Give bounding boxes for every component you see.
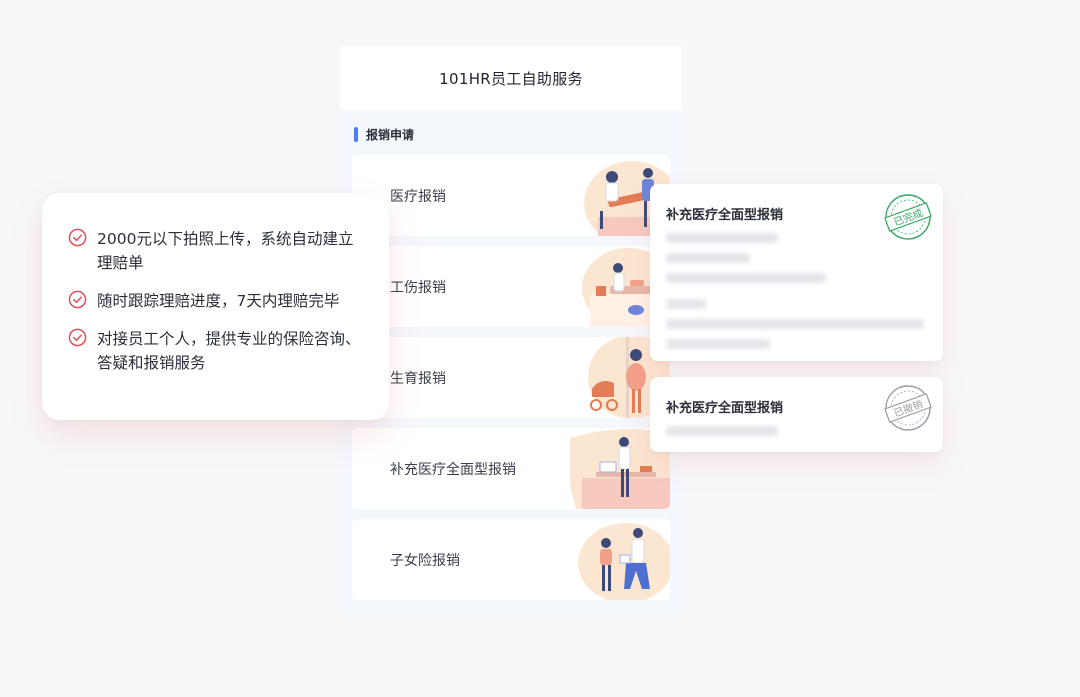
section-header: 报销申请 <box>354 126 414 143</box>
stamp-completed-icon: 已完成 <box>884 194 932 240</box>
feature-item: 对接员工个人，提供专业的保险咨询、答疑和报销服务 <box>68 327 367 375</box>
stamp-cancelled-icon: 已撤销 <box>884 385 932 431</box>
claim-card-supplementary[interactable]: 补充医疗全面型报销 <box>352 428 670 509</box>
claim-detail-title: 补充医疗全面型报销 <box>666 208 784 223</box>
claim-card-maternity[interactable]: 生育报销 <box>352 337 670 418</box>
section-title: 报销申请 <box>366 128 415 142</box>
claim-label: 工伤报销 <box>390 279 446 296</box>
check-circle-icon <box>68 328 87 347</box>
check-circle-icon <box>68 290 87 309</box>
feature-item: 随时跟踪理赔进度，7天内理赔完毕 <box>68 289 367 313</box>
claim-card-child-insurance[interactable]: 子女险报销 <box>352 519 670 600</box>
blurred-text <box>666 426 778 436</box>
doctor-desk-icon <box>570 429 670 509</box>
claim-label: 医疗报销 <box>390 188 446 205</box>
claim-detail-card-completed[interactable]: 补充医疗全面型报销 已完成 <box>650 184 943 361</box>
blurred-text <box>666 339 770 349</box>
feature-text: 随时跟踪理赔进度，7天内理赔完毕 <box>97 292 340 310</box>
feature-text: 2000元以下拍照上传，系统自动建立理赔单 <box>97 230 354 272</box>
blurred-text <box>666 253 750 263</box>
claim-detail-card-cancelled[interactable]: 补充医疗全面型报销 已撤销 <box>650 377 943 452</box>
feature-text: 对接员工个人，提供专业的保险咨询、答疑和报销服务 <box>97 330 361 372</box>
feature-card: 2000元以下拍照上传，系统自动建立理赔单 随时跟踪理赔进度，7天内理赔完毕 对… <box>42 193 389 420</box>
feature-item: 2000元以下拍照上传，系统自动建立理赔单 <box>68 227 367 275</box>
claim-detail-title: 补充医疗全面型报销 <box>666 401 784 416</box>
blurred-text <box>666 299 706 309</box>
blurred-text <box>666 273 826 283</box>
pregnancy-stroller-icon <box>588 337 670 418</box>
blurred-text <box>666 319 924 329</box>
claim-label: 子女险报销 <box>390 552 460 569</box>
blurred-text <box>666 233 778 243</box>
claim-card-medical[interactable]: 医疗报销 <box>352 155 670 236</box>
check-circle-icon <box>68 228 87 247</box>
claim-label: 生育报销 <box>390 370 446 387</box>
claim-label: 补充医疗全面型报销 <box>390 461 516 478</box>
app-header: 101HR员工自助服务 <box>340 46 682 110</box>
claim-card-work-injury[interactable]: 工伤报销 <box>352 246 670 327</box>
app-title: 101HR员工自助服务 <box>439 69 583 88</box>
section-accent-bar <box>354 127 358 142</box>
hr-app-panel: 101HR员工自助服务 报销申请 医疗报销 工伤报销 <box>340 46 682 612</box>
child-doctor-icon <box>578 523 670 600</box>
